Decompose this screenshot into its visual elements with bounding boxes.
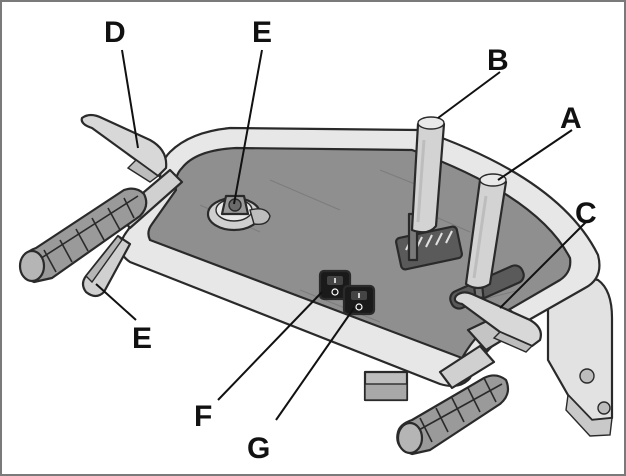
lever-a [464,173,508,300]
callout-b: B [487,44,509,77]
callout-g: G [247,432,270,465]
lever-e [81,234,132,298]
lever-c [453,291,542,353]
callout-e-left: E [132,322,152,355]
callout-c: C [575,197,597,230]
lever-d [80,113,168,183]
left-handle [18,168,184,284]
control-panel [119,126,614,437]
callout-a: A [560,102,582,135]
leader-f [217,291,323,401]
lever-b [407,116,446,262]
callout-f: F [194,400,212,433]
right-handle [396,308,528,456]
callout-d: D [104,16,126,49]
bracket-bolt-1 [579,368,595,384]
leader-b [437,71,501,119]
leader-e-top [233,49,263,205]
leader-a [497,129,573,181]
underside-block-face [364,383,408,401]
leader-lines [95,49,587,421]
bracket-bolt-2 [597,401,611,415]
leader-d [121,49,139,149]
leader-e-left [95,283,137,321]
leader-g [275,307,355,421]
switch-g [342,284,376,316]
callout-labels: A B C D E E F G [104,16,597,465]
leader-c [499,221,587,309]
ignition-switch [206,194,271,232]
callout-e-top: E [252,16,272,49]
right-bracket-shadow [565,393,613,437]
